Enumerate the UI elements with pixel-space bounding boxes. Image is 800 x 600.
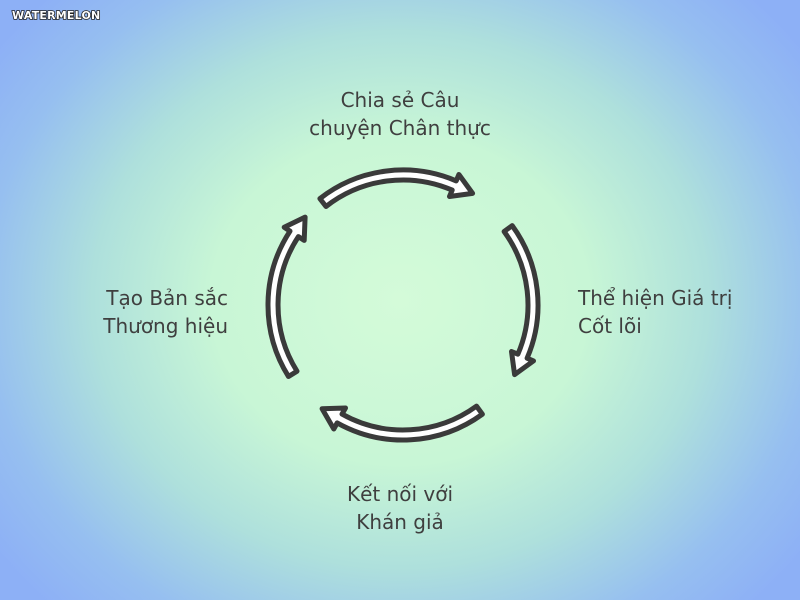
arrow-right-icon [501,223,541,378]
arrow-left-icon [265,214,308,379]
cycle-step-share-story: Chia sẻ Câu chuyện Chân thực [260,86,540,142]
cycle-step-label-line: Khán giả [356,510,444,534]
cycle-step-label-line: chuyện Chân thực [309,116,491,140]
watermelon-logo: WATERMELON [11,8,101,23]
cycle-step-connect-audience: Kết nối với Khán giả [260,480,540,536]
cycle-step-label-line: Kết nối với [346,482,454,506]
cycle-step-label-line: Thể hiện Giá trị [578,286,733,310]
arrow-bottom-icon [319,403,485,443]
cycle-step-core-values: Thể hiện Giá trị Cốt lõi [578,284,732,340]
cycle-step-label-line: Chia sẻ Câu [340,88,460,112]
cycle-arrows [265,167,541,443]
cycle-step-brand-identity: Tạo Bản sắc Thương hiệu [60,284,228,340]
cycle-step-label-line: Tạo Bản sắc [106,286,228,310]
cycle-step-label-line: Cốt lõi [578,314,642,338]
arrow-top-icon [317,167,476,209]
cycle-step-label-line: Thương hiệu [103,314,228,338]
